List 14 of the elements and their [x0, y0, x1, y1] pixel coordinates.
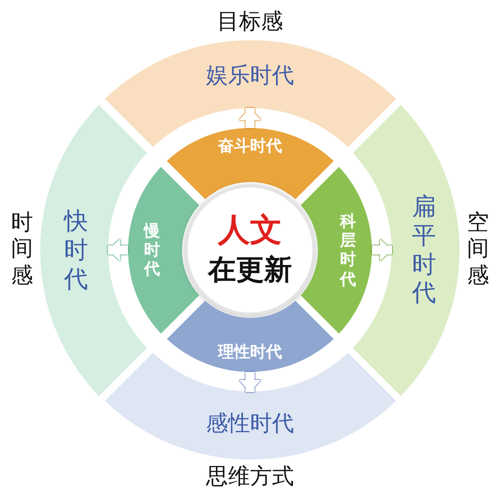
segment-label: 奋斗时代 [218, 136, 282, 156]
segment-label: 感性时代 [206, 411, 294, 437]
center-title: 在更新 [208, 254, 292, 286]
segment-label: 科层时代 [339, 212, 357, 288]
segment-label: 慢时代 [143, 221, 161, 279]
center-title: 人文 [218, 212, 282, 248]
segment-label: 娱乐时代 [206, 63, 294, 89]
heading-label: 目标感 [216, 9, 283, 35]
heading-label: 时间感 [10, 210, 34, 290]
segment-label: 理性时代 [218, 342, 282, 362]
segment-label: 扁平时代 [410, 192, 437, 308]
heading-label: 思维方式 [206, 464, 294, 490]
heading-label: 空间感 [466, 210, 490, 290]
segment-label: 快时代 [62, 206, 89, 294]
